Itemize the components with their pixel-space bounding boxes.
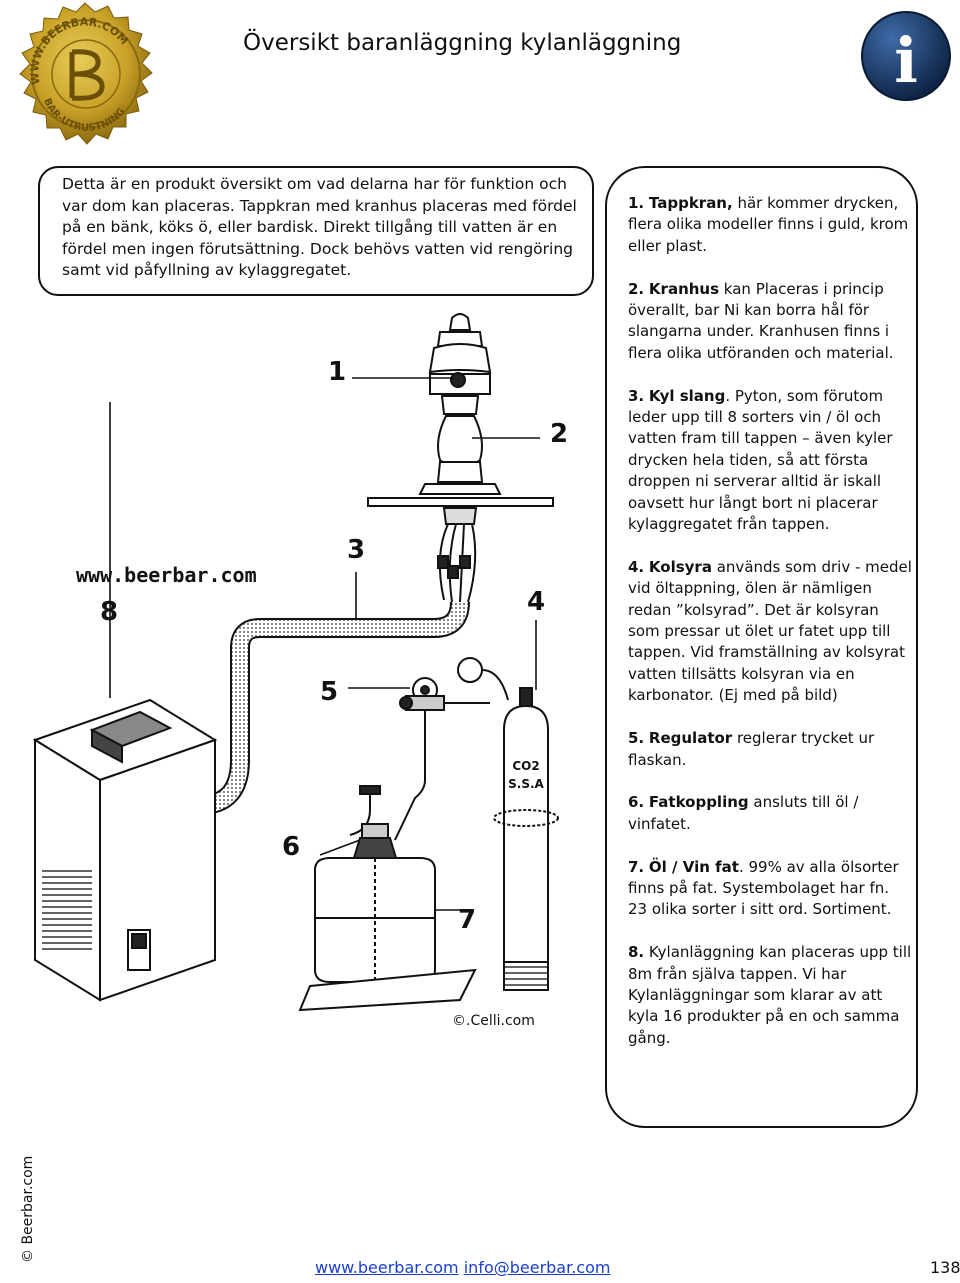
item-text: Kylanläggning kan placeras upp till 8m f… — [628, 943, 912, 1047]
item-list: 1. Tappkran, här kommer drycken, flera o… — [628, 193, 912, 1071]
item-5: 5. Regulator reglerar trycket ur flaskan… — [628, 728, 912, 771]
tap-tower — [367, 313, 554, 525]
item-1: 1. Tappkran, här kommer drycken, flera o… — [628, 193, 912, 257]
item-heading: Tappkran, — [648, 194, 733, 212]
beerbar-seal-logo: WWW.BEERBAR.COM BAR-UTRUSTNING — [19, 2, 153, 145]
diagram-label-5: 5 — [320, 677, 338, 707]
item-heading: Kranhus — [648, 279, 720, 298]
copyright-text: © Beerbar.com — [20, 1155, 36, 1263]
item-7: 7. Öl / Vin fat. 99% av alla ölsorter fi… — [628, 857, 912, 921]
callout-lines — [319, 377, 540, 911]
item-text: . Pyton, som förutom leder upp till 8 so… — [628, 386, 893, 534]
diagram-label-2: 2 — [550, 419, 568, 449]
diagram-website-label: www.beerbar.com — [76, 563, 257, 587]
item-4: 4. Kolsyra används som driv - medel vid … — [628, 557, 912, 707]
item-heading: Fatkoppling — [648, 793, 749, 812]
email-link[interactable]: info@beerbar.com — [463, 1258, 611, 1277]
item-number: 5. — [628, 729, 645, 748]
co2-cylinder: CO2 S.S.A — [493, 687, 559, 991]
image-credit: ©.Celli.com — [452, 1013, 535, 1029]
website-link[interactable]: www.beerbar.com — [315, 1258, 459, 1277]
cooler-unit — [32, 402, 218, 1002]
item-heading: Öl / Vin fat — [648, 857, 739, 876]
item-text: ansluts till öl / vinfatet. — [628, 793, 859, 833]
item-heading: Kolsyra — [648, 557, 712, 576]
item-number: 4. — [628, 557, 645, 576]
item-text: . 99% av alla ölsorter finns på fat. Sys… — [628, 857, 899, 919]
item-text: kan Placeras i princip överallt, bar Ni … — [628, 279, 894, 362]
item-number: 8. — [628, 943, 645, 962]
item-heading: Kyl slang — [648, 386, 726, 405]
page-title: Översikt baranläggning kylanläggning — [243, 30, 682, 56]
item-3: 3. Kyl slang. Pyton, som förutom leder u… — [628, 386, 912, 536]
cylinder-text-co2: CO2 — [512, 759, 539, 773]
item-6: 6. Fatkoppling ansluts till öl / vinfate… — [628, 792, 912, 835]
item-number: 6. — [628, 793, 645, 812]
item-number: 3. — [628, 386, 645, 405]
description-box — [605, 166, 918, 1128]
diagram-label-6: 6 — [282, 832, 300, 862]
page-number: 138 — [930, 1258, 960, 1277]
beer-lines — [437, 523, 477, 603]
intro-text: Detta är en produkt översikt om vad dela… — [62, 175, 577, 279]
footer-links: www.beerbar.com info@beerbar.com — [315, 1258, 610, 1277]
info-icon: i — [861, 11, 951, 101]
item-number: 2. — [628, 279, 645, 298]
diagram-label-3: 3 — [347, 535, 365, 565]
item-text: här kommer drycken, flera olika modeller… — [628, 194, 909, 255]
diagram-label-7: 7 — [458, 905, 476, 935]
item-2: 2. Kranhus kan Placeras i princip överal… — [628, 279, 912, 365]
item-text: reglerar trycket ur flaskan. — [628, 729, 875, 769]
item-text: används som driv - medel vid öltappning,… — [628, 557, 912, 705]
regulator — [399, 677, 490, 711]
diagram-label-4: 4 — [527, 587, 545, 617]
diagram-label-1: 1 — [328, 357, 346, 387]
keg — [298, 823, 477, 1012]
cylinder-text-ssa: S.S.A — [508, 777, 544, 791]
item-number: 1. — [628, 194, 645, 212]
item-8: 8. Kylanläggning kan placeras upp till 8… — [628, 942, 912, 1049]
item-heading: Regulator — [648, 729, 733, 748]
intro-box — [38, 166, 594, 296]
item-number: 7. — [628, 857, 645, 876]
info-icon-glyph: i — [894, 24, 918, 97]
diagram-label-8: 8 — [100, 597, 118, 627]
installation-diagram: CO2 S.S.A 1 2 3 4 5 6 7 8 www.beerbar.co… — [32, 313, 568, 1012]
